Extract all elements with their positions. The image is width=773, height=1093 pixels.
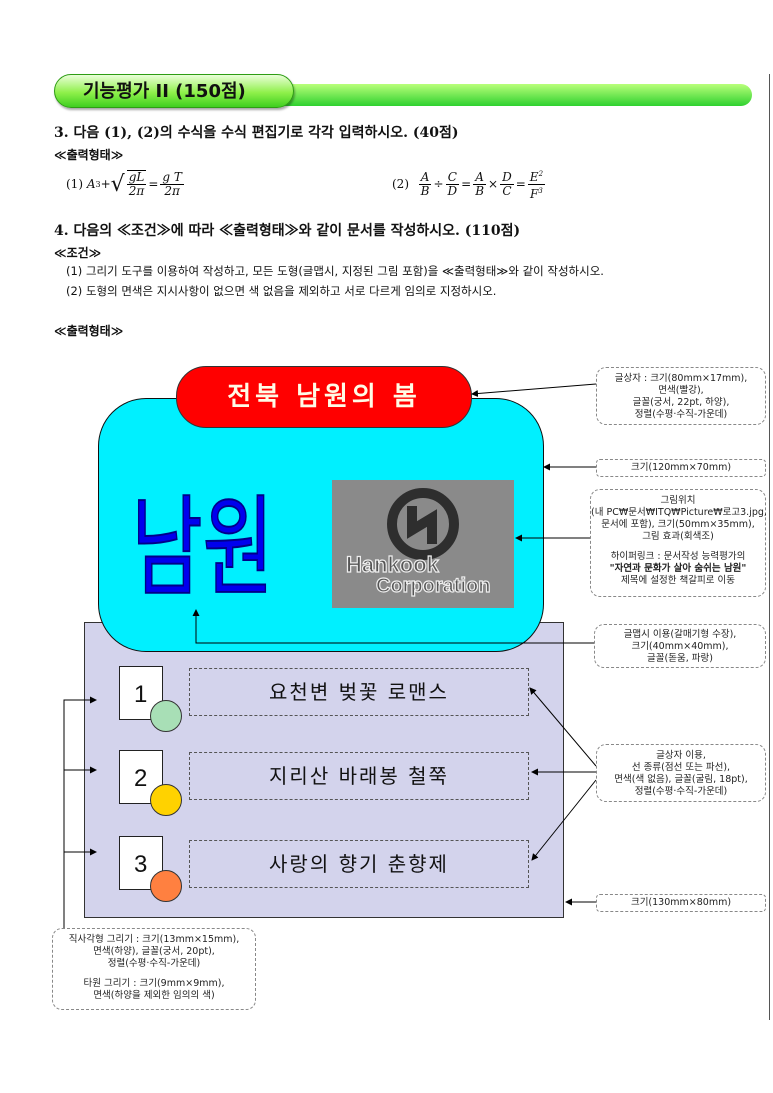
circle-1 xyxy=(150,700,182,732)
q4-condition-1: (1) 그리기 도구를 이용하여 작성하고, 모든 도형(글맵시, 지정된 그림… xyxy=(66,264,604,278)
wordart-text: 남원 xyxy=(132,485,274,612)
item-textbox-2: 지리산 바래봉 철쭉 xyxy=(189,752,529,800)
q3-output-label: ≪출력형태≫ xyxy=(54,148,124,162)
note-bottom-size: 크기(130mm×80mm) xyxy=(596,894,766,912)
note-line: 글꼴(궁서, 22pt, 하양), xyxy=(632,397,730,408)
section-title: 기능평가 II (150점) xyxy=(83,81,246,102)
wordart-namwon: 남원 xyxy=(131,484,275,613)
arrow-item-3 xyxy=(531,779,597,861)
note-title-textbox: 글상자 : 크기(80mm×17mm), 면색(빨강), 글꼴(궁서, 22pt… xyxy=(596,367,766,425)
arrow-left-1 xyxy=(63,696,97,928)
logo-image: Hankook Corporation xyxy=(332,480,514,608)
note-line: 면색(빨강), xyxy=(658,385,704,396)
arrow-item-1 xyxy=(529,687,597,767)
arrow-title xyxy=(471,383,597,398)
note-line: (내 PC₩문서₩ITQ₩Picture₩로고3.jpg, xyxy=(591,507,767,518)
q4-title: 4. 다음의 ≪조건≫에 따라 ≪출력형태≫와 같이 문서를 작성하시오. (1… xyxy=(54,223,521,239)
item-textbox-1: 요천변 벚꽃 로맨스 xyxy=(189,668,529,716)
note-line: 면색(하양을 제외한 임의의 색) xyxy=(93,990,215,1001)
item-textbox-3: 사랑의 향기 춘향제 xyxy=(189,840,529,888)
note-line: 면색(색 없음), 글꼴(굴림, 18pt), xyxy=(614,774,748,785)
section-title-pill: 기능평가 II (150점) xyxy=(54,74,294,108)
note-wordart: 글맵시 이용(갈매기형 수장), 크기(40mm×40mm), 글꼴(돋움, 파… xyxy=(594,624,766,668)
note-line: 글맵시 이용(갈매기형 수장), xyxy=(623,629,737,640)
note-line: 글꼴(돋움, 파랑) xyxy=(647,653,713,664)
note-line: 제목에 설정한 책갈피로 이동 xyxy=(621,575,735,586)
circle-3 xyxy=(150,870,182,902)
logo-text-corporation: Corporation xyxy=(376,575,490,597)
logo-text-hankook: Hankook xyxy=(346,552,440,577)
note-line: 면색(하양), 글꼴(궁서, 20pt), xyxy=(93,946,215,957)
circle-2 xyxy=(150,784,182,816)
title-textbox: 전북 남원의 봄 xyxy=(176,366,472,428)
note-line: 그림 효과(회색조) xyxy=(642,531,714,542)
note-line: 글상자 이용, xyxy=(656,750,706,761)
note-line: 정렬(수평·수직-가운데) xyxy=(634,409,728,420)
q4-condition-2: (2) 도형의 면색은 지시사항이 없으면 색 없음을 제외하고 서로 다르게 … xyxy=(66,284,497,298)
eq1-label: (1) xyxy=(66,177,83,191)
right-margin-rule xyxy=(769,74,770,1020)
note-line: 정렬(수평·수직-가운데) xyxy=(634,786,728,797)
note-line: 선 종류(점선 또는 파선), xyxy=(631,762,731,773)
header-green-bar xyxy=(270,84,752,106)
logo-graphic: Hankook Corporation xyxy=(345,488,491,598)
note-line: 글상자 : 크기(80mm×17mm), xyxy=(614,373,748,384)
note-shapes: 직사각형 그리기 : 크기(13mm×15mm), 면색(하양), 글꼴(궁서,… xyxy=(52,928,256,1010)
q3-title: 3. 다음 (1), (2)의 수식을 수식 편집기로 각각 입력하시오. (4… xyxy=(54,125,459,141)
note-textbox-items: 글상자 이용, 선 종류(점선 또는 파선), 면색(색 없음), 글꼴(굴림,… xyxy=(596,744,766,802)
note-line: 하이퍼링크 : 문서작성 능력평가의 xyxy=(610,551,746,562)
note-line: 문서에 포함), 크기(50mm×35mm), xyxy=(601,519,755,530)
q4-output-label: ≪출력형태≫ xyxy=(54,324,124,338)
q4-cond-label: ≪조건≫ xyxy=(54,246,102,260)
note-line: "자연과 문화가 살아 숨쉬는 남원" xyxy=(609,563,747,574)
note-line: 정렬(수평·수직-가운데) xyxy=(107,958,201,969)
note-line: 그림위치 xyxy=(660,495,696,506)
arrow-wordart xyxy=(192,609,594,644)
note-line: 크기(40mm×40mm), xyxy=(631,641,729,652)
note-line: 타원 그리기 : 크기(9mm×9mm), xyxy=(83,978,225,989)
note-line: 직사각형 그리기 : 크기(13mm×15mm), xyxy=(68,934,240,945)
number-box-1: 1 xyxy=(119,666,163,720)
note-picture: 그림위치 (내 PC₩문서₩ITQ₩Picture₩로고3.jpg, 문서에 포… xyxy=(590,489,767,597)
eq2-label: (2) xyxy=(392,177,409,191)
note-size: 크기(120mm×70mm) xyxy=(596,459,766,477)
